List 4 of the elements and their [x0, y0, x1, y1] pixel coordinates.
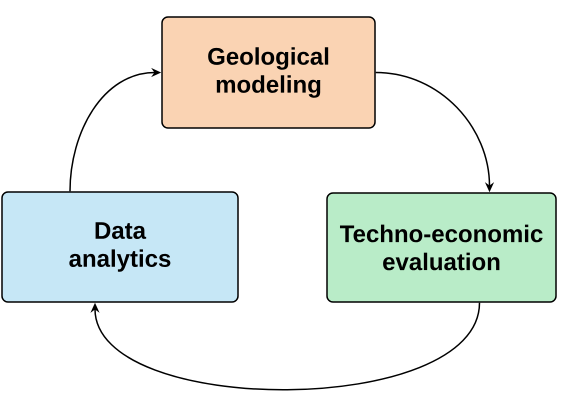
process-box: Techno-economic evaluation [326, 192, 557, 303]
process-box: Data analytics [1, 191, 239, 303]
arrow [90, 302, 480, 390]
process-box: Geological modeling [161, 16, 376, 129]
